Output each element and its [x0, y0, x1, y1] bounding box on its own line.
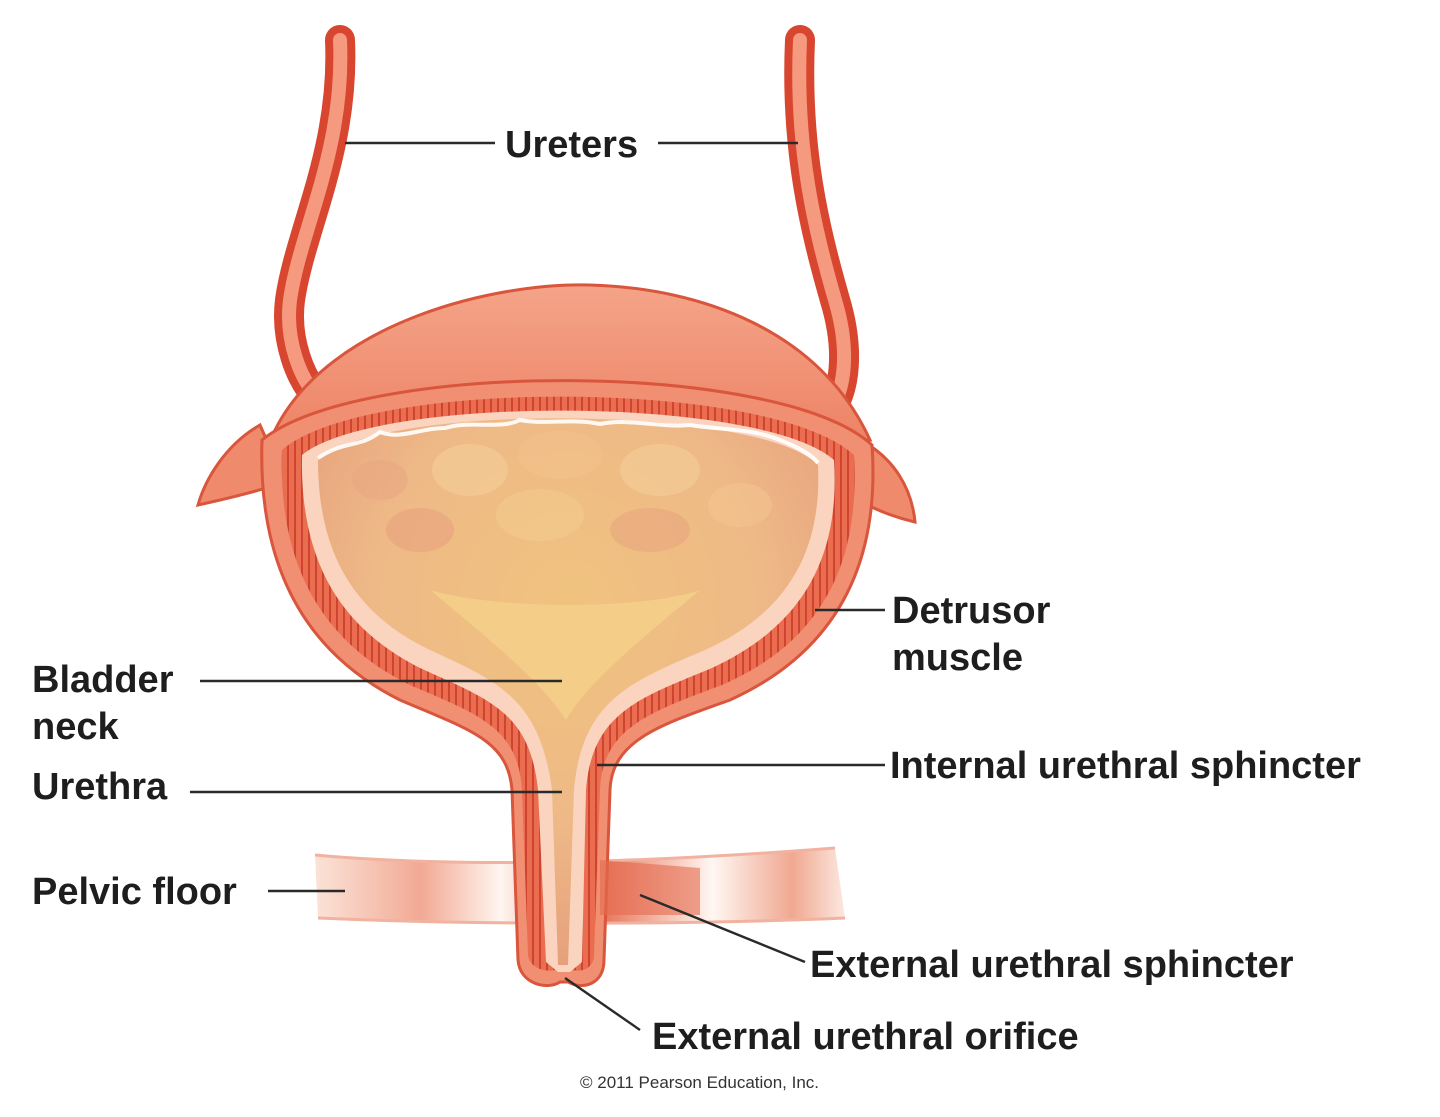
label-urethra: Urethra	[32, 766, 168, 808]
label-pelvic-floor: Pelvic floor	[32, 871, 237, 913]
label-bladder-neck-line1: Bladder	[32, 659, 174, 701]
external-sphincter-drawing	[600, 860, 700, 915]
bladder-drawing	[195, 283, 917, 987]
leader-lines	[190, 141, 885, 1031]
ureters-drawing	[274, 25, 859, 425]
label-external-urethral-orifice: External urethral orifice	[652, 1016, 1079, 1058]
label-bladder-neck-line2: neck	[32, 706, 119, 748]
label-ureters: Ureters	[505, 124, 638, 166]
label-detrusor-line1: Detrusor	[892, 590, 1051, 632]
label-external-urethral-sphincter: External urethral sphincter	[810, 944, 1294, 986]
copyright-notice: © 2011 Pearson Education, Inc.	[580, 1073, 819, 1092]
label-internal-urethral-sphincter: Internal urethral sphincter	[890, 745, 1361, 787]
label-detrusor-line2: muscle	[892, 637, 1023, 679]
